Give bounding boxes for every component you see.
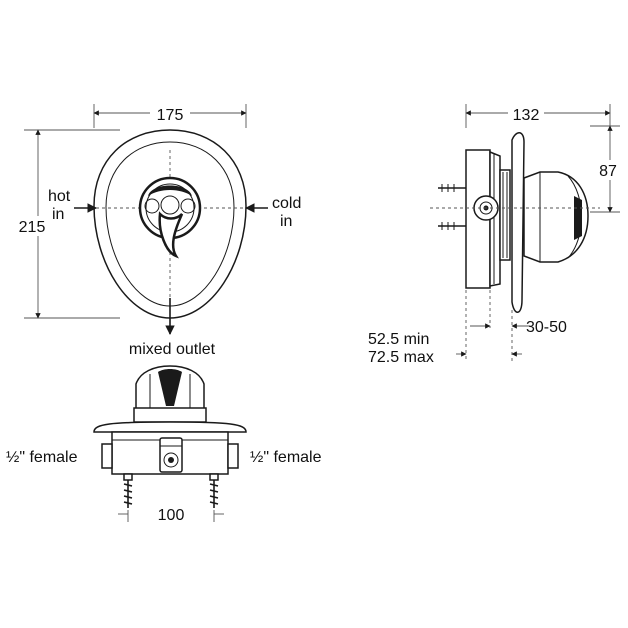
svg-text:in: in — [52, 206, 64, 223]
mixed-outlet-label: mixed outlet — [129, 341, 216, 358]
fixing-screw-right — [209, 473, 219, 508]
svg-text:in: in — [280, 213, 292, 230]
hot-inlet-label: hot in — [48, 188, 71, 223]
depth-min-label: 52.5 min — [368, 331, 429, 348]
screw-spacing-label: 100 — [158, 507, 185, 524]
side-width-dimension: 132 — [465, 104, 611, 128]
front-width-dimension: 175 — [93, 104, 247, 128]
svg-text:hot: hot — [48, 188, 71, 205]
front-height-dimension: 215 — [14, 129, 120, 319]
side-height-dimension: 87 — [590, 125, 624, 213]
bottom-view: ½" female ½" female 100 — [6, 365, 322, 524]
side-width-label: 132 — [513, 107, 540, 124]
front-view: 175 215 hot in — [14, 104, 301, 358]
right-connection-label: ½" female — [250, 449, 322, 466]
left-connection-port — [101, 443, 113, 469]
svg-text:cold: cold — [272, 195, 301, 212]
cold-inlet-label: cold in — [272, 195, 301, 230]
right-connection-port — [227, 443, 239, 469]
left-connection-label: ½" female — [6, 449, 78, 466]
wall-pipes — [438, 184, 466, 230]
depth-max-label: 72.5 max — [368, 349, 434, 366]
range-label: 30-50 — [526, 319, 567, 336]
front-width-label: 175 — [157, 107, 184, 124]
fixing-screw-left — [123, 473, 133, 508]
screw-spacing-dimension: 100 — [118, 507, 224, 524]
side-view: 132 87 — [368, 104, 624, 366]
side-height-label: 87 — [599, 163, 617, 180]
control-handle-icon — [138, 176, 202, 259]
side-faceplate — [511, 132, 525, 313]
front-height-label: 215 — [19, 219, 46, 236]
